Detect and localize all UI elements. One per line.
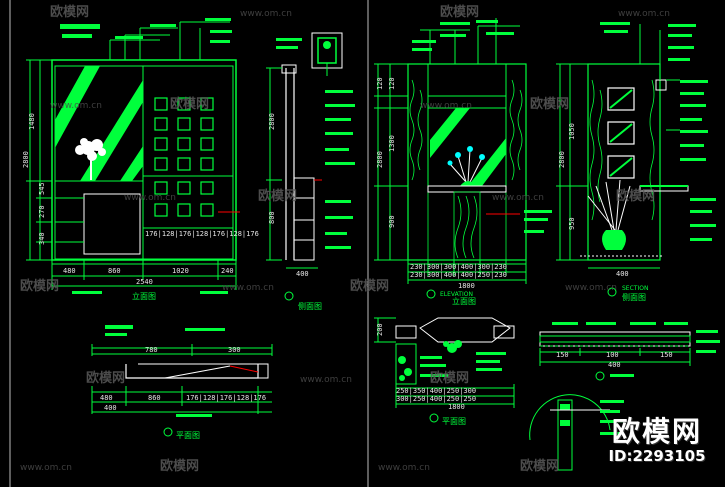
svg-text:780: 780 — [145, 346, 158, 354]
svg-text:www.om.cn: www.om.cn — [378, 463, 430, 473]
svg-text:www.om.cn: www.om.cn — [50, 101, 102, 111]
sheet-frame — [9, 0, 369, 487]
svg-text:300: 300 — [228, 346, 241, 354]
svg-text:340: 340 — [38, 232, 46, 245]
side-right-title: 侧面图 — [622, 292, 646, 302]
svg-text:860: 860 — [108, 267, 121, 275]
svg-text:欧模网: 欧模网 — [170, 96, 209, 112]
svg-text:欧模网: 欧模网 — [350, 278, 389, 294]
svg-text:400: 400 — [296, 270, 309, 278]
svg-text:欧模网: 欧模网 — [520, 458, 559, 474]
svg-text:900: 900 — [388, 215, 396, 228]
svg-text:176|128|176|128|176: 176|128|176|128|176 — [186, 394, 266, 402]
svg-text:www.om.cn: www.om.cn — [492, 193, 544, 203]
svg-text:300|250|400|250|250: 300|250|400|250|250 — [396, 395, 476, 403]
badge-id: ID:2293105 — [608, 447, 706, 465]
plan-right-title: 平面图 — [442, 417, 466, 426]
svg-text:480: 480 — [63, 267, 76, 275]
svg-text:欧模网: 欧模网 — [258, 188, 297, 204]
detail-right: 150 100 150 400 — [529, 322, 720, 471]
plan-right: 200 250|350|400|250|300 300|250|400|250|… — [374, 317, 515, 426]
svg-text:www.om.cn: www.om.cn — [300, 375, 352, 385]
svg-text:欧模网: 欧模网 — [160, 458, 199, 474]
svg-text:www.om.cn: www.om.cn — [20, 463, 72, 473]
svg-text:200: 200 — [376, 323, 384, 336]
svg-text:100: 100 — [606, 351, 619, 359]
front-elevation-title: 立面图 — [132, 291, 156, 301]
svg-text:240: 240 — [221, 267, 234, 275]
badge-logo: 欧模网 — [611, 415, 702, 448]
svg-text:176|128|176|128|176|128|176: 176|128|176|128|176|128|176 — [145, 230, 259, 238]
plan-left: 780 300 480 860 176|128|176|128|176 400 … — [91, 325, 273, 440]
svg-text:www.om.cn: www.om.cn — [124, 193, 176, 203]
svg-text:2800: 2800 — [558, 151, 566, 168]
svg-text:120: 120 — [376, 77, 384, 90]
svg-text:欧模网: 欧模网 — [20, 278, 59, 294]
svg-text:2800: 2800 — [22, 151, 30, 168]
svg-text:400: 400 — [104, 404, 117, 412]
id-badge: 欧模网 ID:2293105 — [593, 415, 721, 466]
svg-text:欧模网: 欧模网 — [616, 188, 655, 204]
elevation-right: 2800 1300 900 120 120 230|300|300|400|30… — [374, 18, 552, 306]
side-section: 2800 800 400 侧面图 — [266, 32, 355, 311]
plan-plant — [443, 340, 462, 353]
elevation-right-title: 立面图 — [452, 296, 476, 306]
svg-text:270: 270 — [38, 205, 46, 218]
svg-text:1050: 1050 — [568, 123, 576, 140]
plan-left-title: 平面图 — [176, 431, 200, 440]
svg-text:ELEVATION: ELEVATION — [440, 291, 473, 298]
svg-text:1300: 1300 — [388, 135, 396, 152]
svg-text:www.om.cn: www.om.cn — [240, 9, 292, 19]
svg-text:150: 150 — [660, 351, 673, 359]
svg-text:欧模网: 欧模网 — [50, 4, 89, 20]
svg-text:230|300|400|400|250|230: 230|300|400|400|250|230 — [410, 271, 507, 279]
svg-text:2800: 2800 — [376, 151, 384, 168]
svg-text:欧模网: 欧模网 — [530, 96, 569, 112]
svg-text:480: 480 — [100, 394, 113, 402]
side-section-title: 侧面图 — [298, 301, 322, 311]
svg-text:2800: 2800 — [268, 113, 276, 130]
flower-vase-illustration — [447, 146, 485, 186]
svg-text:400: 400 — [616, 270, 629, 278]
svg-text:150: 150 — [556, 351, 569, 359]
svg-text:欧模网: 欧模网 — [430, 370, 469, 386]
svg-text:860: 860 — [148, 394, 161, 402]
svg-text:400: 400 — [608, 361, 621, 369]
svg-text:欧模网: 欧模网 — [86, 370, 125, 386]
svg-text:www.om.cn: www.om.cn — [420, 101, 472, 111]
svg-text:1020: 1020 — [172, 267, 189, 275]
svg-text:230|300|300|400|300|230: 230|300|300|400|300|230 — [410, 263, 507, 271]
side-right: 2800 1050 950 400 SECTION 侧面图 — [556, 22, 716, 302]
svg-text:800: 800 — [268, 211, 276, 224]
front-elevation: 1480 2800 545 270 340 176|128|176|128|17… — [22, 18, 259, 301]
svg-text:1800: 1800 — [458, 282, 475, 290]
svg-text:120: 120 — [388, 77, 396, 90]
svg-text:250|350|400|250|300: 250|350|400|250|300 — [396, 387, 476, 395]
svg-text:2540: 2540 — [136, 278, 153, 286]
svg-text:1480: 1480 — [28, 113, 36, 130]
svg-text:950: 950 — [568, 217, 576, 230]
svg-text:www.om.cn: www.om.cn — [618, 9, 670, 19]
watermarks: 欧模网 www.om.cn 欧模网 www.om.cn 欧模网 www.om.c… — [20, 4, 670, 474]
svg-text:545: 545 — [38, 182, 46, 195]
svg-text:www.om.cn: www.om.cn — [565, 283, 617, 293]
svg-text:www.om.cn: www.om.cn — [222, 283, 274, 293]
plant-illustration — [75, 138, 106, 180]
vase-illustration — [587, 179, 631, 250]
svg-text:1800: 1800 — [448, 403, 465, 411]
svg-text:欧模网: 欧模网 — [440, 4, 479, 20]
svg-text:SECTION: SECTION — [622, 285, 648, 292]
